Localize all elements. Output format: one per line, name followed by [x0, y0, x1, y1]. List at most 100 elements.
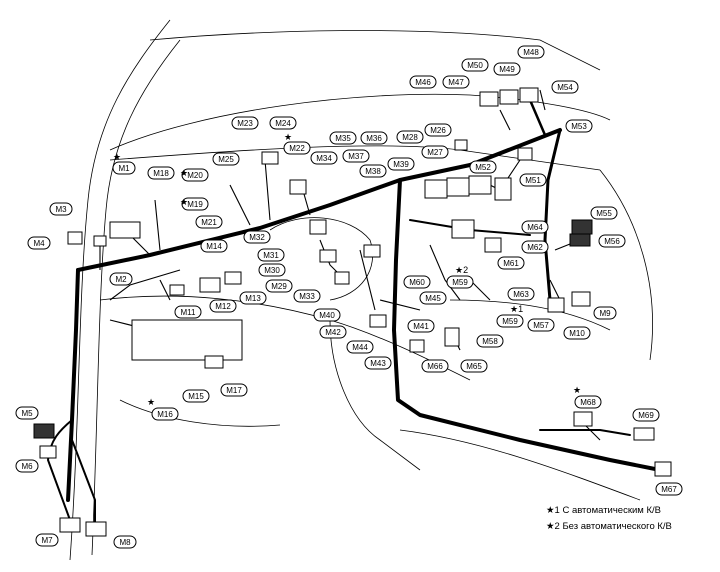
- center-vertical-harness: [392, 178, 662, 472]
- floor-line: [399, 429, 641, 501]
- left-lower-branch-b: [71, 439, 96, 526]
- svg-text:M64: M64: [527, 223, 543, 232]
- branch-m50: [499, 109, 511, 131]
- tag-m34: M34: [310, 151, 338, 165]
- legend-note-1: ★1 С автоматическим К/В: [546, 505, 661, 516]
- tag-m23: M23: [231, 116, 259, 130]
- connector-body-m67: [654, 461, 672, 477]
- svg-text:M23: M23: [237, 119, 253, 128]
- tag-m65: M65: [460, 359, 488, 373]
- star-m68: ★: [573, 385, 581, 395]
- svg-text:M65: M65: [466, 362, 482, 371]
- svg-text:M32: M32: [249, 233, 265, 242]
- connector-body-m49: [499, 89, 519, 105]
- branch-m12: [159, 279, 171, 301]
- fuse-block-m16: [131, 319, 243, 361]
- svg-text:M5: M5: [21, 409, 33, 418]
- tag-m50: M50: [461, 58, 489, 72]
- tag-m26: M26: [424, 123, 452, 137]
- svg-text:M54: M54: [557, 83, 573, 92]
- tag-m53: M53: [565, 119, 593, 133]
- branch-m40: [359, 249, 376, 311]
- star-m22: ★: [284, 132, 292, 142]
- svg-text:M47: M47: [448, 78, 464, 87]
- windshield-base: [109, 93, 611, 151]
- connector-body-m34: [289, 179, 307, 195]
- svg-text:M17: M17: [226, 386, 242, 395]
- svg-text:M6: M6: [21, 462, 33, 471]
- svg-text:M66: M66: [427, 362, 443, 371]
- a-pillar-outer: [69, 19, 171, 561]
- tag-m47: M47: [442, 75, 470, 89]
- svg-text:M67: M67: [661, 485, 677, 494]
- svg-text:M36: M36: [366, 134, 382, 143]
- star2-m59: ★2: [455, 265, 468, 275]
- connector-body-m52: [517, 147, 533, 161]
- tag-m35: M35: [329, 131, 357, 145]
- branch-m23: [264, 159, 271, 221]
- svg-text:M40: M40: [319, 311, 335, 320]
- connector-body-m50: [479, 91, 499, 107]
- tag-m10: M10: [563, 326, 591, 340]
- connector-body-m51: [494, 177, 512, 201]
- connector-body-m42: [369, 314, 387, 328]
- branch-m14: [109, 269, 181, 301]
- connector-body-m3: [67, 231, 83, 245]
- svg-text:M37: M37: [348, 152, 364, 161]
- tag-m46: M46: [409, 75, 437, 89]
- svg-text:M34: M34: [316, 154, 332, 163]
- branch-m41: [379, 299, 421, 311]
- tag-m59-lower: M59: [496, 314, 524, 328]
- tag-m29: M29: [265, 279, 293, 293]
- svg-text:M39: M39: [393, 160, 409, 169]
- svg-text:M59: M59: [452, 278, 468, 287]
- svg-text:M16: M16: [157, 410, 173, 419]
- tag-m33: M33: [293, 289, 321, 303]
- connector-body-m6: [39, 445, 57, 459]
- svg-text:M26: M26: [430, 126, 446, 135]
- svg-text:M58: M58: [482, 337, 498, 346]
- svg-text:M3: M3: [55, 205, 67, 214]
- legend: ★1 С автоматическим К/В ★2 Без автоматич…: [546, 503, 672, 535]
- steering-area: [269, 217, 373, 301]
- connector-body-m17: [204, 355, 224, 369]
- tag-m15: M15: [182, 389, 210, 403]
- pedal-area: [119, 399, 281, 427]
- tag-m57: M57: [527, 318, 555, 332]
- svg-text:M8: M8: [119, 538, 131, 547]
- connector-body-m10: [571, 291, 591, 307]
- tag-m45: M45: [419, 291, 447, 305]
- tag-m69: M69: [632, 408, 660, 422]
- connector-body-m8: [85, 521, 107, 537]
- svg-text:M33: M33: [299, 292, 315, 301]
- svg-text:M68: M68: [580, 398, 596, 407]
- legend-note-2: ★2 Без автоматического К/В: [546, 521, 672, 532]
- tag-m68: M68: [574, 395, 602, 409]
- tag-m30: M30: [258, 263, 286, 277]
- connector-labels: M1 M2 M3 M4 M5 M6 M7 M8 M9 M10 M11 M12 M…: [15, 45, 683, 549]
- tag-m42: M42: [319, 325, 347, 339]
- svg-text:M10: M10: [569, 329, 585, 338]
- branch-m18: [154, 199, 161, 251]
- console: [329, 319, 421, 471]
- svg-text:M38: M38: [365, 167, 381, 176]
- tag-m48: M48: [517, 45, 545, 59]
- tag-m37: M37: [342, 149, 370, 163]
- connector-body-m45: [451, 219, 475, 239]
- svg-text:M55: M55: [596, 209, 612, 218]
- glovebox: [449, 299, 611, 331]
- tag-m11: M11: [174, 305, 202, 319]
- vehicle-outline: [69, 19, 653, 561]
- svg-text:M22: M22: [289, 144, 305, 153]
- tag-m28: M28: [396, 130, 424, 144]
- connector-blocks: [33, 87, 672, 537]
- svg-text:M14: M14: [206, 242, 222, 251]
- star1-m59: ★1: [510, 304, 523, 314]
- connector-body-m24: [261, 151, 279, 165]
- connector-body-m47: [454, 139, 468, 151]
- tag-m5: M5: [15, 406, 39, 420]
- svg-text:M24: M24: [275, 119, 291, 128]
- svg-text:M50: M50: [467, 61, 483, 70]
- tag-m32: M32: [243, 230, 271, 244]
